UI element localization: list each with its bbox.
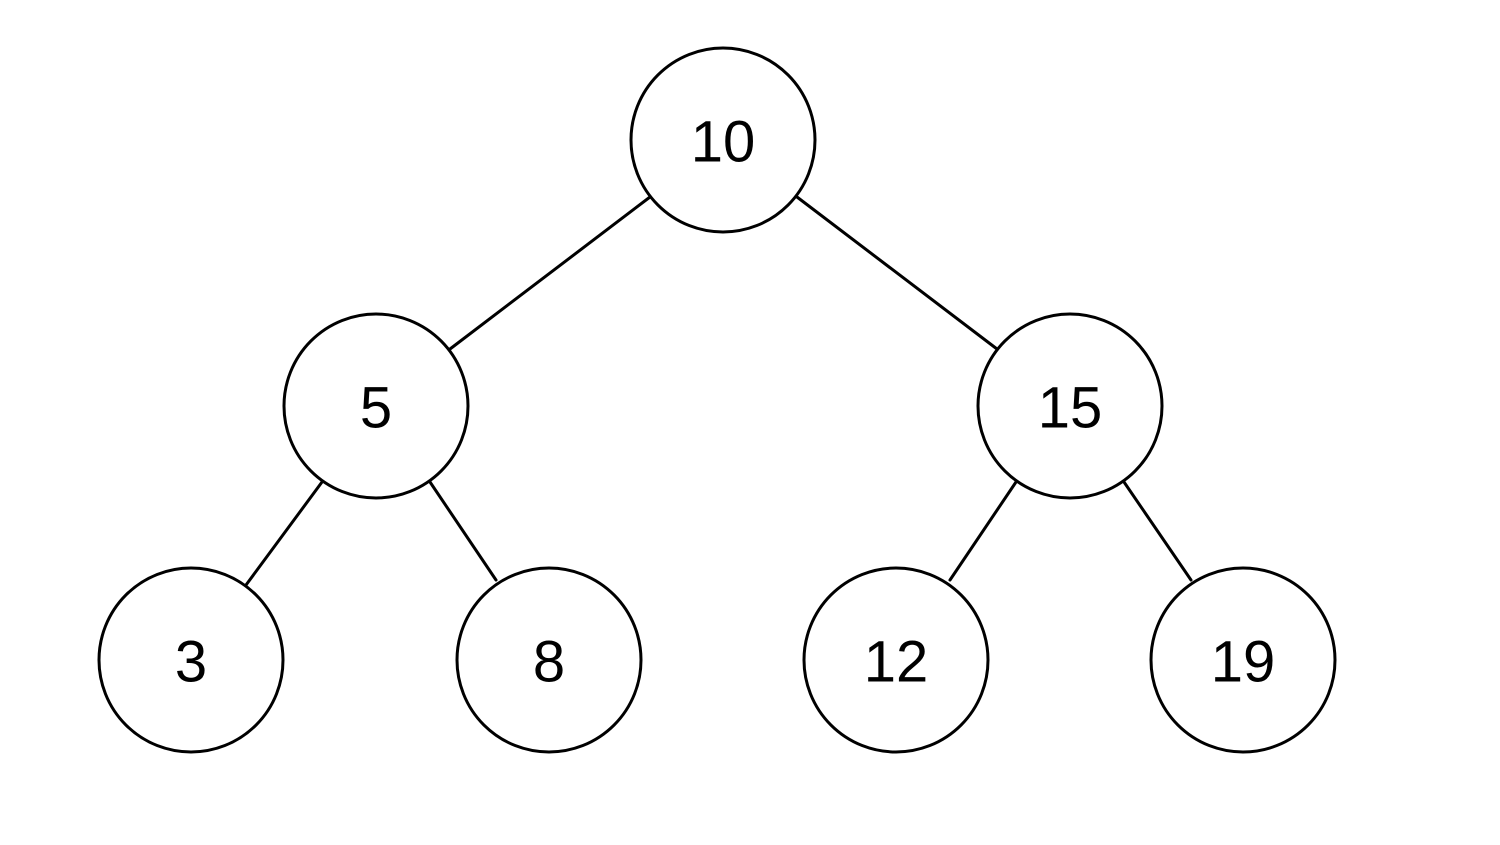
nodes: 10 5 15 3 8 12	[97, 46, 1337, 754]
tree-node-10: 10	[629, 46, 817, 234]
node-label: 3	[175, 630, 207, 695]
node-label: 5	[360, 376, 392, 441]
node-label: 8	[533, 630, 565, 695]
edge-5-8	[428, 480, 498, 582]
node-circle	[282, 312, 470, 500]
tree-node-15: 15	[976, 312, 1164, 500]
tree-node-8: 8	[455, 566, 643, 754]
edge-15-19	[1122, 480, 1193, 582]
node-label: 15	[1038, 376, 1103, 441]
edges	[244, 195, 1193, 587]
edge-10-5	[448, 195, 652, 351]
node-circle	[976, 312, 1164, 500]
tree-node-3: 3	[97, 566, 285, 754]
node-label: 19	[1211, 630, 1276, 695]
node-circle	[629, 46, 817, 234]
tree-node-5: 5	[282, 312, 470, 500]
node-circle	[455, 566, 643, 754]
node-circle	[97, 566, 285, 754]
node-label: 10	[691, 110, 756, 175]
edge-10-15	[795, 195, 999, 351]
node-label: 12	[864, 630, 929, 695]
edge-5-3	[244, 480, 324, 587]
edge-15-12	[948, 480, 1018, 582]
tree-node-19: 19	[1149, 566, 1337, 754]
node-circle	[1149, 566, 1337, 754]
tree-node-12: 12	[802, 566, 990, 754]
node-circle	[802, 566, 990, 754]
